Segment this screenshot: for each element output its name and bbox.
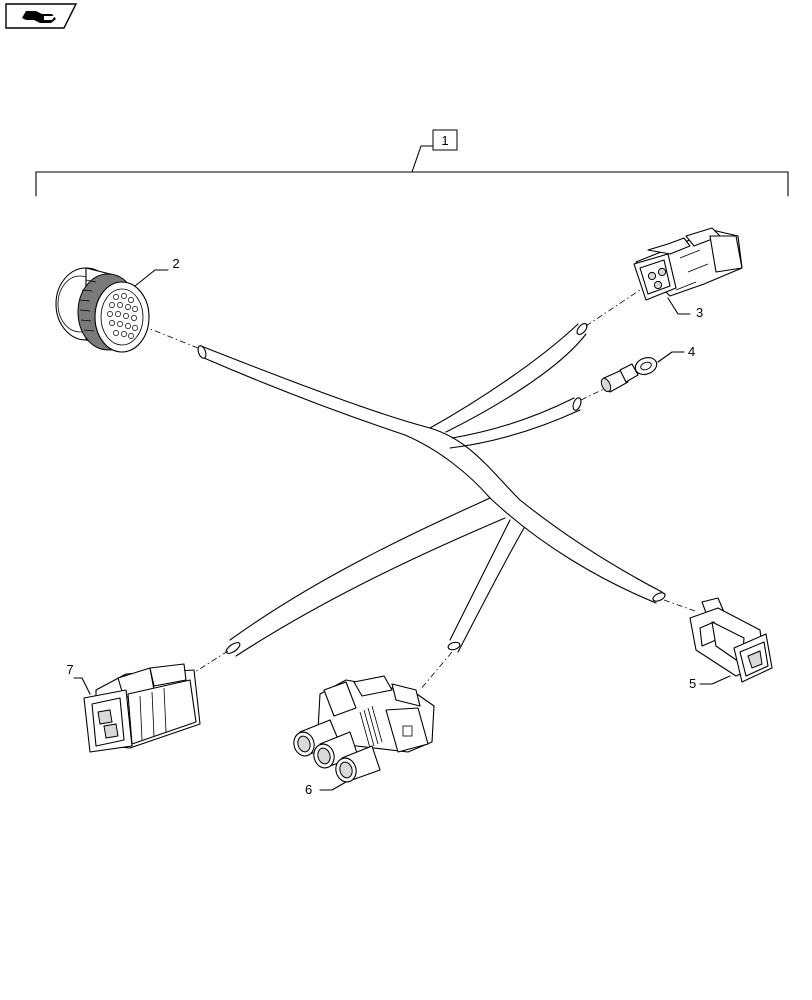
callout-6-label: 6 (305, 782, 312, 797)
three-pin-connector (293, 675, 435, 791)
round-connector (55, 267, 169, 353)
callout-1-label: 1 (441, 133, 448, 148)
top-right-connector (633, 227, 743, 315)
back-arrow-icon[interactable] (5, 3, 78, 29)
callout-7-label: 7 (66, 662, 73, 677)
callout-1-box: 1 (432, 129, 458, 151)
callout-3-label: 3 (696, 305, 703, 320)
bottom-right-connector (689, 597, 773, 685)
pins (293, 719, 381, 783)
ring-terminal (600, 351, 685, 393)
assembly-bracket (35, 145, 789, 197)
callout-2-label: 2 (172, 256, 179, 271)
callout-4-label: 4 (688, 344, 695, 359)
callout-5-label: 5 (689, 676, 696, 691)
leader-lines (147, 289, 699, 691)
cable-harness (197, 322, 666, 657)
connector-pins (107, 293, 138, 339)
left-connector (73, 663, 201, 753)
